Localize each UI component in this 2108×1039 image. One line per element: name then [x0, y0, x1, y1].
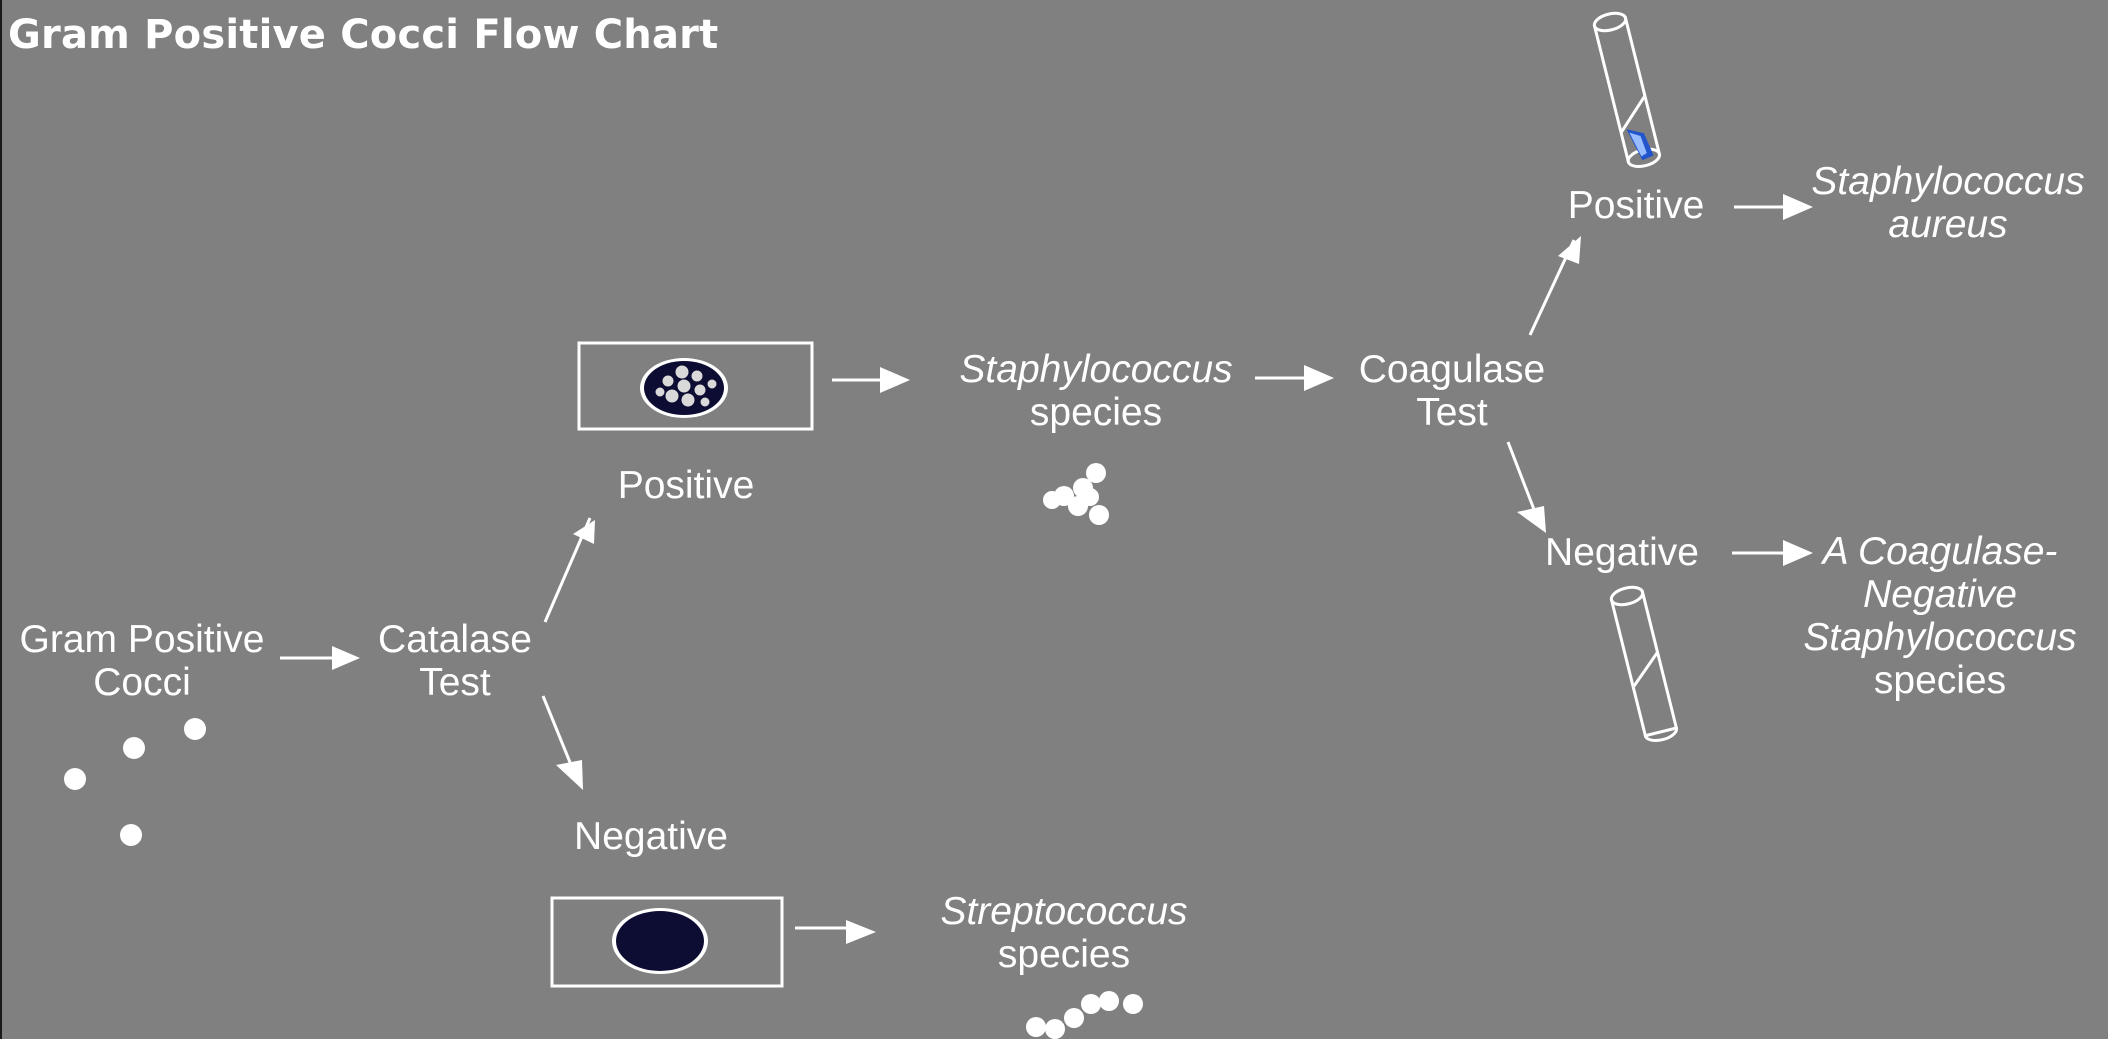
arrowhead [573, 520, 595, 544]
cocci-icon [64, 718, 206, 846]
tube-icon [1609, 585, 1679, 742]
staphylococcus-species-label: Staphylococcus species [959, 348, 1233, 434]
arrowhead [880, 367, 910, 393]
streptococcus-species-label: Streptococcus species [940, 890, 1188, 976]
cocci-chain-icon [1026, 991, 1143, 1039]
slide-icon [550, 896, 784, 988]
catalase-test-label: Catalase Test [378, 618, 532, 704]
left-border [0, 0, 2, 1039]
coagulase-negative-staph-label: A Coagulase- Negative Staphylococcus spe… [1803, 530, 2077, 702]
staphylococcus-aureus-label: Staphylococcus aureus [1811, 160, 2085, 246]
catalase-positive-label: Positive [617, 464, 755, 507]
catalase-negative-label: Negative [574, 815, 728, 858]
arrowhead [1304, 365, 1334, 391]
arrowhead [846, 920, 876, 944]
arrowhead [1517, 506, 1546, 533]
cocci-cluster-icon [1043, 463, 1109, 525]
coagulase-test-label: Coagulase Test [1358, 348, 1546, 434]
arrowhead [332, 646, 360, 670]
bubbling-slide-icon [577, 341, 814, 431]
arrowhead [1783, 194, 1813, 220]
page-title: Gram Positive Cocci Flow Chart [8, 12, 719, 58]
coagulase-negative-label: Negative [1545, 531, 1699, 574]
coagulase-positive-label: Positive [1567, 184, 1705, 227]
arrowhead [1783, 540, 1813, 566]
gram-positive-cocci-label: Gram Positive Cocci [19, 618, 265, 704]
clot-tube-icon [1592, 11, 1662, 169]
arrowhead [1558, 236, 1581, 264]
arrowhead [556, 760, 583, 790]
